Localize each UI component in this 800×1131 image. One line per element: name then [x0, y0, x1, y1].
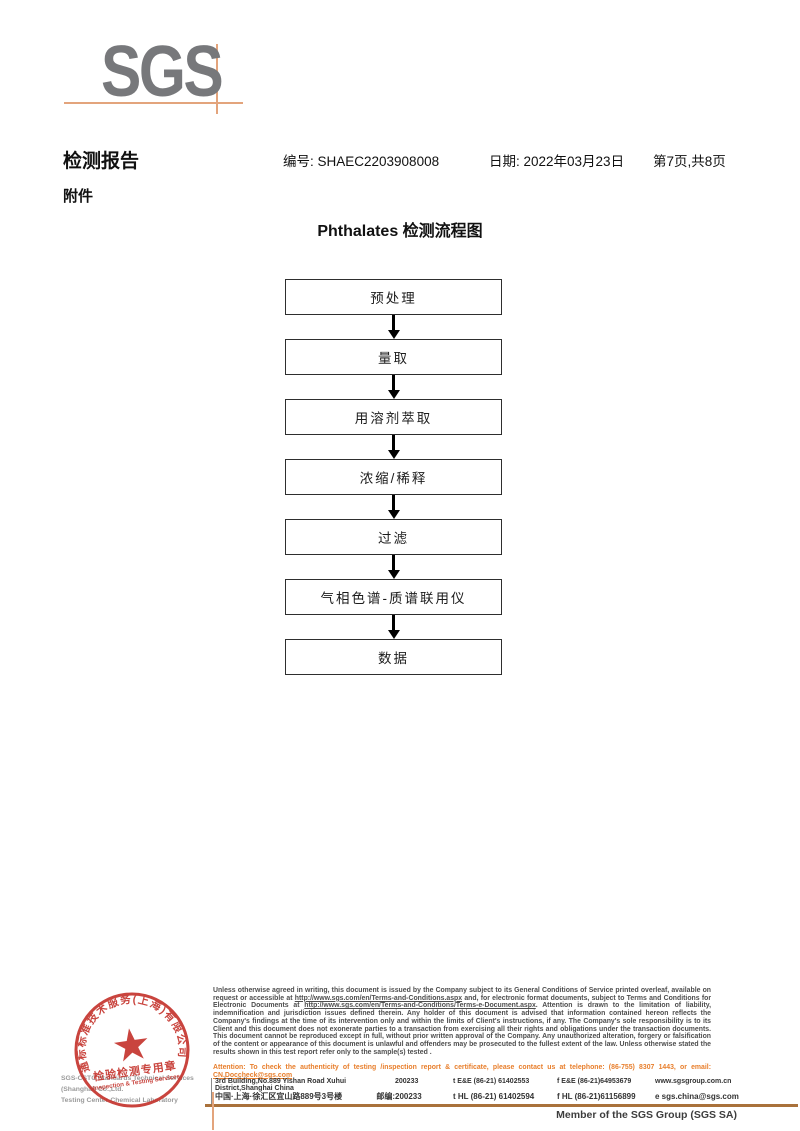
address-row-en: 3rd Building,No.889 Yishan Road Xuhui Di…: [215, 1078, 771, 1092]
footer-divider-line: [205, 1104, 798, 1107]
terms-e-document-link[interactable]: http://www.sgs.com/en/Terms-and-Conditio…: [304, 1002, 536, 1010]
fax-en: f E&E (86-21)64953679: [557, 1078, 632, 1085]
address-row-cn: 中国·上海·徐汇区宜山路889号3号楼 邮编: 200233 t HL (86-2…: [215, 1091, 771, 1104]
flow-step-filter: 过滤: [285, 519, 502, 555]
flow-step-label: 浓缩/稀释: [359, 471, 428, 486]
postcode-en: 200233: [395, 1078, 419, 1085]
legal-disclaimer: Unless otherwise agreed in writing, this…: [213, 987, 711, 1056]
address-en: 3rd Building,No.889 Yishan Road Xuhui Di…: [215, 1078, 347, 1092]
flow-arrow: [285, 375, 502, 399]
attachment-label: 附件: [63, 188, 94, 205]
doccheck-email-link[interactable]: CN.Doccheck@sgs.com: [213, 1071, 293, 1079]
lab-center-line: Testing Center-Chemical Laboratory: [61, 1097, 178, 1104]
address-block: 3rd Building,No.889 Yishan Road Xuhui Di…: [211, 1078, 771, 1104]
flowchart: 预处理 量取 用溶剂萃取 浓缩/稀释 过滤 气相色谱-质谱联用仪 数据: [285, 279, 502, 675]
seal-ring: [74, 992, 190, 1108]
flow-arrow: [285, 495, 502, 519]
sgs-logo: SGS: [0, 0, 260, 140]
inspection-seal-stamp: 通标标准技术服务(上海)有限公司 ★ 检验检测专用章 Inspection & …: [67, 986, 190, 1108]
seal-star-icon: ★: [108, 1019, 154, 1073]
legal-text: Unless otherwise agreed in writing, this…: [213, 987, 711, 1002]
flow-step-measure: 量取: [285, 339, 502, 375]
flow-step-label: 数据: [378, 651, 409, 666]
flow-step-label: 量取: [378, 351, 409, 366]
report-number: 编号: SHAEC2203908008: [283, 154, 440, 169]
tel-cn: t HL (86-21) 61402594: [453, 1092, 535, 1101]
attention-notice: Attention: To check the authenticity of …: [213, 1064, 711, 1079]
flow-step-data: 数据: [285, 639, 502, 675]
page-indicator: 第7页,共8页: [653, 154, 726, 169]
report-title: 检测报告: [63, 151, 140, 172]
flow-step-solvent-extraction: 用溶剂萃取: [285, 399, 502, 435]
logo-crosshair-horizontal: [64, 102, 243, 104]
logo-crosshair-vertical: [216, 44, 218, 114]
flow-step-gcms: 气相色谱-质谱联用仪: [285, 579, 502, 615]
flow-arrow: [285, 435, 502, 459]
legal-text: and, for electronic format documents, su…: [213, 994, 712, 1010]
flow-step-label: 用溶剂萃取: [354, 411, 433, 426]
footer-crosshair-vertical: [212, 1092, 214, 1130]
flow-step-pretreatment: 预处理: [285, 279, 502, 315]
member-text: Member of the SGS Group (SGS SA): [556, 1109, 737, 1121]
flow-step-concentrate-dilute: 浓缩/稀释: [285, 459, 502, 495]
flow-arrow: [285, 555, 502, 579]
website-link[interactable]: www.sgsgroup.com.cn: [655, 1078, 732, 1085]
flow-step-label: 预处理: [370, 291, 417, 306]
flow-step-label: 气相色谱-质谱联用仪: [320, 591, 467, 606]
terms-conditions-link[interactable]: http://www.sgs.com/en/Terms-and-Conditio…: [294, 994, 463, 1002]
sgs-logo-text: SGS: [101, 32, 224, 112]
flow-arrow: [285, 315, 502, 339]
address-cn: 中国·上海·徐汇区宜山路889号3号楼: [215, 1092, 343, 1101]
legal-text: . Attention is drawn to the limitation o…: [213, 1002, 711, 1056]
sgs-china-email-link[interactable]: e sgs.china@sgs.com: [655, 1092, 739, 1101]
flowchart-title: Phthalates 检测流程图: [317, 223, 483, 240]
flow-arrow: [285, 615, 502, 639]
attention-text: Attention: To check the authenticity of …: [213, 1064, 711, 1071]
flow-step-label: 过滤: [378, 531, 409, 546]
postcode-cn: 200233: [395, 1092, 422, 1101]
report-date: 日期: 2022年03月23日: [489, 154, 625, 169]
postcode-label-cn: 邮编:: [376, 1092, 395, 1101]
tel-en: t E&E (86-21) 61402553: [453, 1078, 530, 1085]
fax-cn: f HL (86-21)61156899: [557, 1092, 636, 1101]
